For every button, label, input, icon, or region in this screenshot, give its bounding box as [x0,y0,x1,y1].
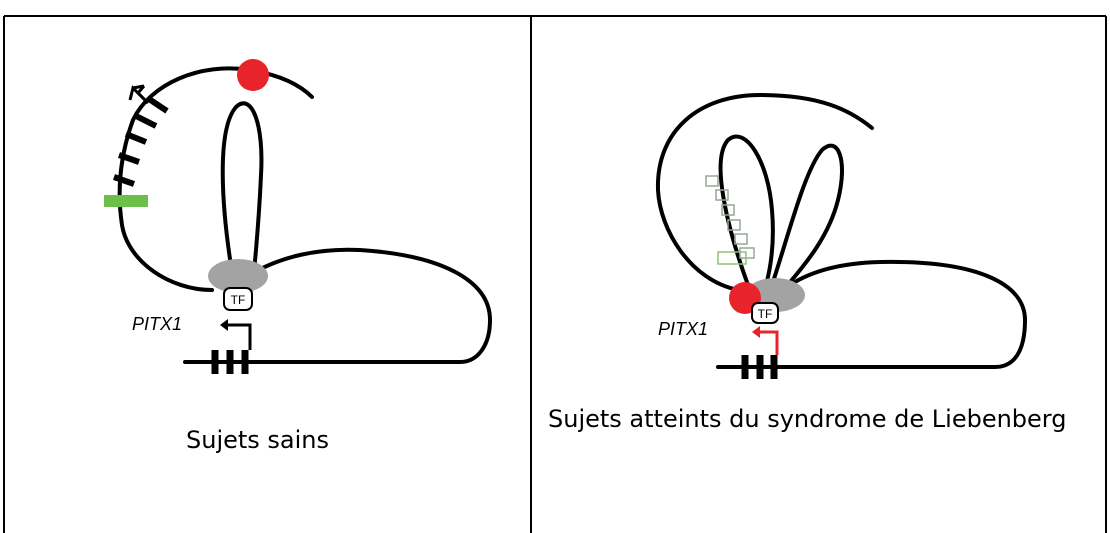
tf-box: TF [751,302,779,324]
panel-liebenberg-diagram: TF PITX1 [655,92,1028,379]
dna-loop-two [770,143,844,289]
tf-complex [208,259,268,293]
enhancer-ticks [113,96,169,187]
dna-main-loop [183,247,493,364]
gene-exons [211,350,249,374]
table-borders [3,15,1107,533]
svg-text:TF: TF [231,293,246,307]
dna-loop-one [718,134,775,286]
caption-liebenberg: Sujets atteints du syndrome de Liebenber… [548,405,1067,433]
svg-text:TF: TF [758,307,773,321]
panel-healthy-diagram: TF PITX1 [104,59,493,374]
faded-enhancer-boxes [705,175,755,265]
promoter-arrow-icon [758,330,779,355]
gene-exons [741,355,778,379]
caption-healthy: Sujets sains [186,426,330,454]
gene-label-pitx1: PITX1 [132,314,182,334]
dna-main-loop [716,259,1028,369]
red-element [237,59,269,91]
green-element [104,195,148,207]
tf-box: TF [223,287,253,311]
promoter-arrow-icon [226,323,252,350]
dna-small-loop [220,101,264,273]
gene-label-pitx1: PITX1 [658,319,708,339]
dna-outer-arc [655,92,874,292]
